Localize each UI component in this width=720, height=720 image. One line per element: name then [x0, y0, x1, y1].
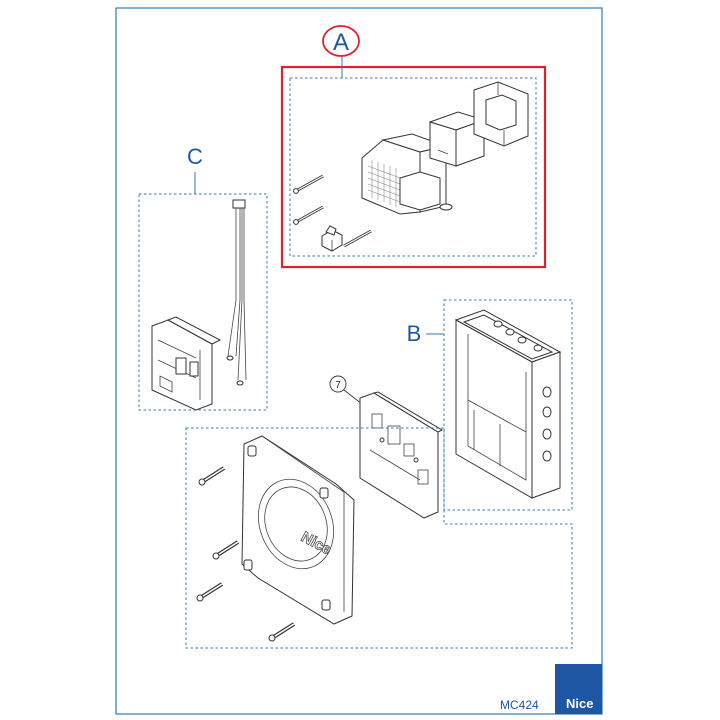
group-a-highlight-box [280, 65, 547, 269]
part-number-label: 7 [335, 380, 341, 391]
group-b: B [407, 299, 573, 511]
screw-icon [343, 229, 372, 248]
bracket-icon [473, 81, 529, 147]
group-a-label: A [333, 29, 349, 56]
mounting-plate-group: 7 [329, 375, 444, 519]
brand-badge [555, 664, 602, 714]
screw-icon [268, 622, 296, 642]
cover-group: Nice [185, 427, 573, 649]
cover-panel-icon: Nice [241, 435, 355, 625]
terminal-block-icon [321, 225, 343, 252]
cable-harness-icon [226, 199, 247, 386]
group-c: C [138, 144, 268, 411]
control-board-icon [151, 316, 222, 411]
mounting-plate-icon [359, 391, 444, 519]
transformer-icon [361, 133, 453, 215]
part-number-leader [343, 389, 363, 405]
group-a-highlight-circle [322, 25, 360, 57]
brand-name: Nice [566, 696, 593, 711]
screw-icon [293, 174, 324, 194]
group-b-label: B [407, 321, 422, 346]
model-code: MC424 [500, 698, 539, 712]
group-b-dashed-box [443, 299, 573, 511]
group-a: A [280, 25, 547, 269]
group-a-dashed-box [289, 77, 537, 257]
screw-icon [293, 205, 324, 225]
screw-icon [196, 582, 224, 602]
part-number-badge [329, 375, 347, 393]
enclosure-box-icon [454, 309, 562, 499]
cover-dashed-box [185, 427, 573, 649]
screw-icon [198, 466, 226, 486]
group-c-label: C [187, 144, 203, 169]
group-c-dashed-box [138, 193, 268, 411]
screw-icon [212, 540, 240, 560]
